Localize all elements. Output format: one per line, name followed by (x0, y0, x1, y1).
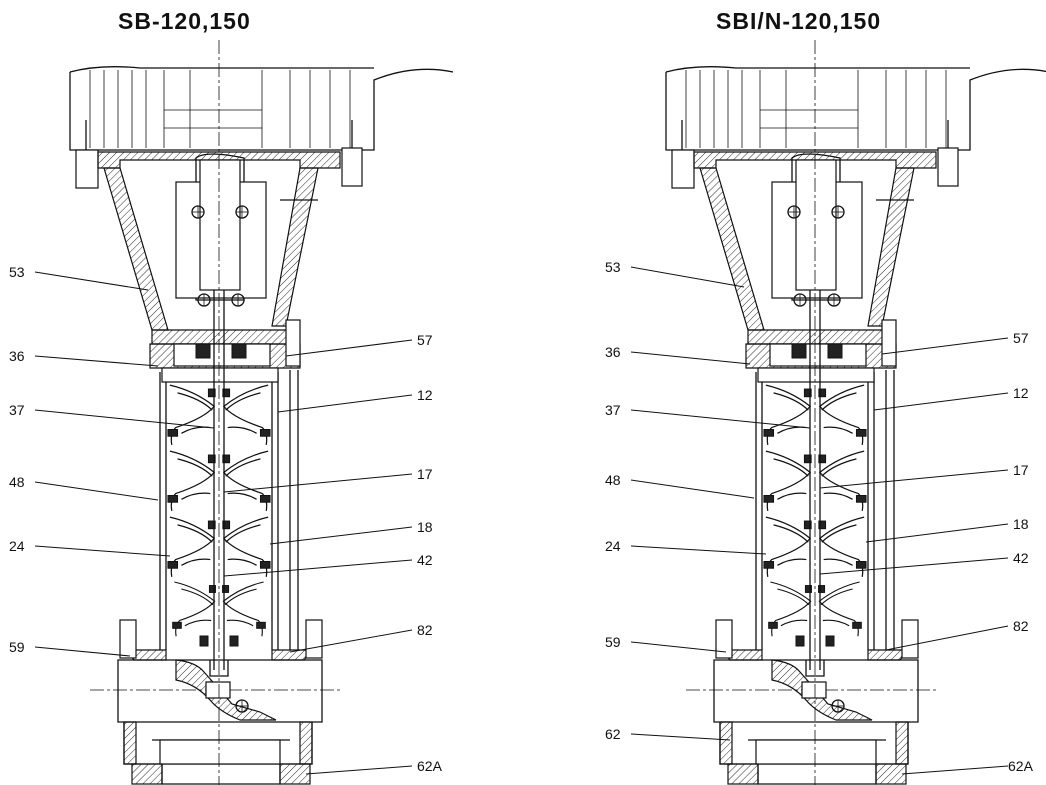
callout-right-36: 36 (605, 344, 621, 360)
callout-left-57: 57 (417, 332, 433, 348)
callout-left-36: 36 (9, 348, 25, 364)
pump-drawing-left (70, 40, 453, 785)
callout-right-53: 53 (605, 259, 621, 275)
pump-drawing-right (666, 40, 1046, 785)
callout-left-53: 53 (9, 264, 25, 280)
callout-right-62: 62 (605, 726, 621, 742)
callout-left-18: 18 (417, 519, 433, 535)
callout-left-82: 82 (417, 622, 433, 638)
callout-left-42: 42 (417, 552, 433, 568)
callout-right-18: 18 (1013, 516, 1029, 532)
callout-right-17: 17 (1013, 462, 1029, 478)
callout-left-48: 48 (9, 474, 25, 490)
callout-right-42: 42 (1013, 550, 1029, 566)
callout-right-57: 57 (1013, 330, 1029, 346)
callout-left-24: 24 (9, 538, 25, 554)
callout-right-59: 59 (605, 634, 621, 650)
callout-right-62a: 62A (1008, 758, 1033, 774)
callout-right-37: 37 (605, 402, 621, 418)
callout-right-12: 12 (1013, 385, 1029, 401)
callout-left-62a: 62A (417, 758, 442, 774)
callout-left-17: 17 (417, 466, 433, 482)
callout-right-24: 24 (605, 538, 621, 554)
callout-right-82: 82 (1013, 618, 1029, 634)
callout-left-59: 59 (9, 639, 25, 655)
callout-right-48: 48 (605, 472, 621, 488)
callout-left-37: 37 (9, 402, 25, 418)
leader-lines-left (34, 271, 413, 775)
drawing-title-right: SBI/N-120,150 (716, 8, 882, 34)
callout-left-12: 12 (417, 387, 433, 403)
leader-lines-right (630, 266, 1009, 775)
drawing-title-left: SB-120,150 (118, 8, 251, 34)
